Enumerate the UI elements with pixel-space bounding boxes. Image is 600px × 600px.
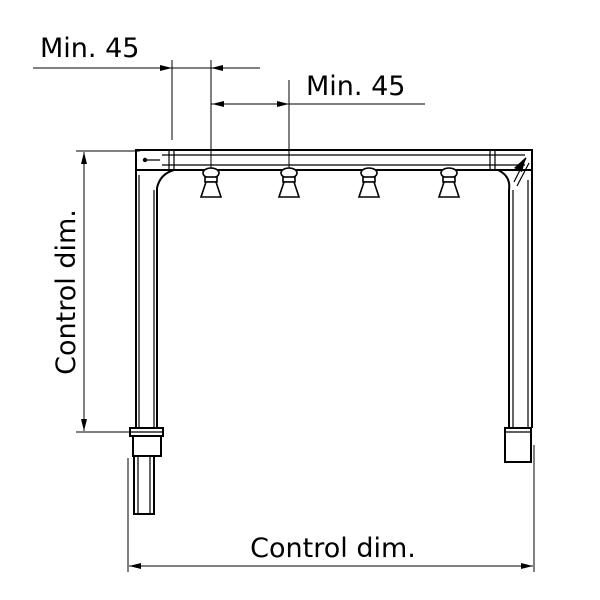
dimension-min45-right: Min. 45 [211,71,425,172]
nozzle-icon [277,181,301,198]
dim-label-horizontal: Control dim. [250,533,416,564]
nozzle-3 [357,167,381,198]
dimension-vertical: Control dim. [51,150,140,433]
right-foot-block [504,427,532,463]
nozzle-icon [357,181,381,198]
dimension-horizontal: Control dim. [127,445,535,572]
nozzle-4 [437,167,461,198]
nozzle-2 [277,167,301,198]
end-fitting-left-dot [142,157,148,163]
nozzle-icon [199,181,223,198]
dim-label-min45-left: Min. 45 [40,33,139,64]
left-leg [135,169,175,428]
nozzle-1 [199,167,223,198]
left-foot-block [132,435,162,457]
nozzle-icon [437,181,461,198]
right-leg [497,150,533,428]
dim-label-min45-right: Min. 45 [306,71,405,102]
dimension-min45-left: Min. 45 [33,33,260,172]
top-beam [135,149,533,171]
right-corner-wedge [514,157,526,172]
dim-label-vertical: Control dim. [51,209,82,375]
left-foot-post [133,455,155,515]
frame-structure [129,149,533,515]
